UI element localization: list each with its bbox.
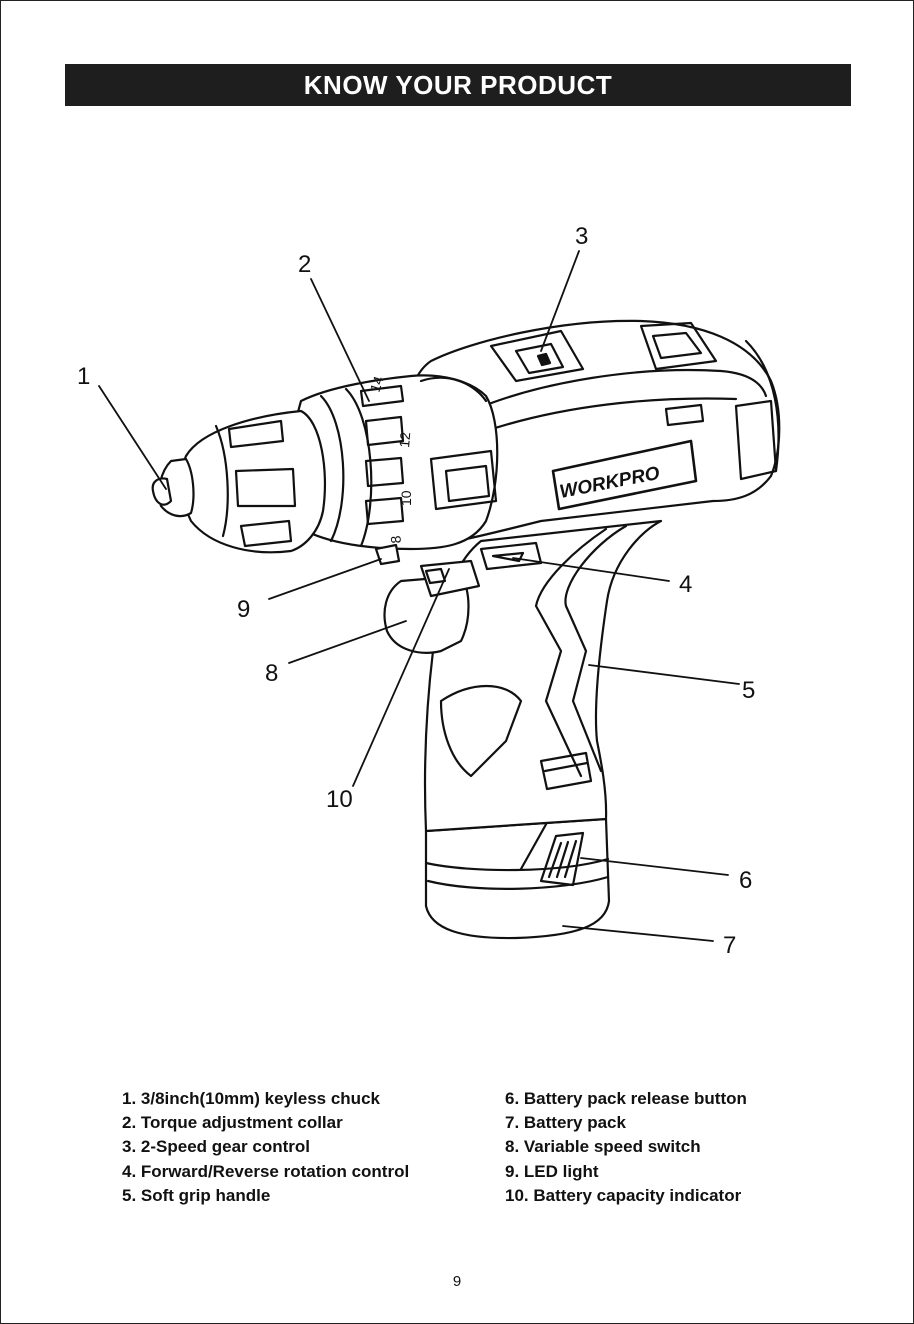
svg-text:8: 8 bbox=[387, 535, 404, 544]
parts-list-right: 6. Battery pack release button 7. Batter… bbox=[505, 1087, 747, 1208]
svg-text:12: 12 bbox=[396, 431, 413, 448]
gear-switch bbox=[489, 329, 585, 383]
motor-housing bbox=[403, 319, 781, 548]
leader-lines bbox=[98, 250, 740, 942]
part-item: 1. 3/8inch(10mm) keyless chuck bbox=[122, 1089, 380, 1108]
callout-7: 7 bbox=[723, 932, 736, 959]
brand-plate: WORKPRO bbox=[551, 439, 698, 511]
grip-handle bbox=[423, 519, 663, 833]
led-light bbox=[374, 543, 401, 566]
callout-6: 6 bbox=[739, 867, 752, 894]
page-number: 9 bbox=[452, 1273, 462, 1290]
part-item: 6. Battery pack release button bbox=[505, 1089, 747, 1108]
svg-text:14: 14 bbox=[367, 374, 387, 394]
parts-list-left: 1. 3/8inch(10mm) keyless chuck 2. Torque… bbox=[122, 1087, 409, 1208]
part-item: 7. Battery pack bbox=[505, 1113, 626, 1133]
part-item: 9. LED light bbox=[505, 1161, 599, 1181]
part-item: 4. Forward/Reverse rotation control bbox=[122, 1161, 410, 1181]
callout-1: 1 bbox=[77, 363, 90, 390]
section-title: KNOW YOUR PRODUCT bbox=[303, 69, 613, 100]
svg-text:10: 10 bbox=[398, 490, 414, 506]
part-item: 10. Battery capacity indicator bbox=[505, 1185, 742, 1205]
callout-4: 4 bbox=[679, 571, 692, 598]
callout-8: 8 bbox=[265, 660, 278, 687]
callout-numbers: 1 2 3 4 5 6 7 8 9 10 bbox=[77, 223, 755, 959]
part-item: 5. Soft grip handle bbox=[122, 1185, 271, 1205]
callout-3: 3 bbox=[575, 223, 588, 250]
drill-diagram: WORKPRO 14 12 10 8 bbox=[77, 223, 781, 959]
battery-pack bbox=[424, 813, 611, 940]
callout-10: 10 bbox=[326, 786, 353, 813]
part-item: 2. Torque adjustment collar bbox=[122, 1113, 343, 1133]
callout-9: 9 bbox=[237, 596, 250, 623]
section-header: KNOW YOUR PRODUCT bbox=[65, 64, 851, 106]
callout-2: 2 bbox=[298, 251, 311, 278]
callout-5: 5 bbox=[742, 677, 755, 704]
keyless-chuck bbox=[151, 409, 326, 554]
part-item: 8. Variable speed switch bbox=[505, 1137, 701, 1157]
part-item: 3. 2-Speed gear control bbox=[122, 1137, 310, 1157]
